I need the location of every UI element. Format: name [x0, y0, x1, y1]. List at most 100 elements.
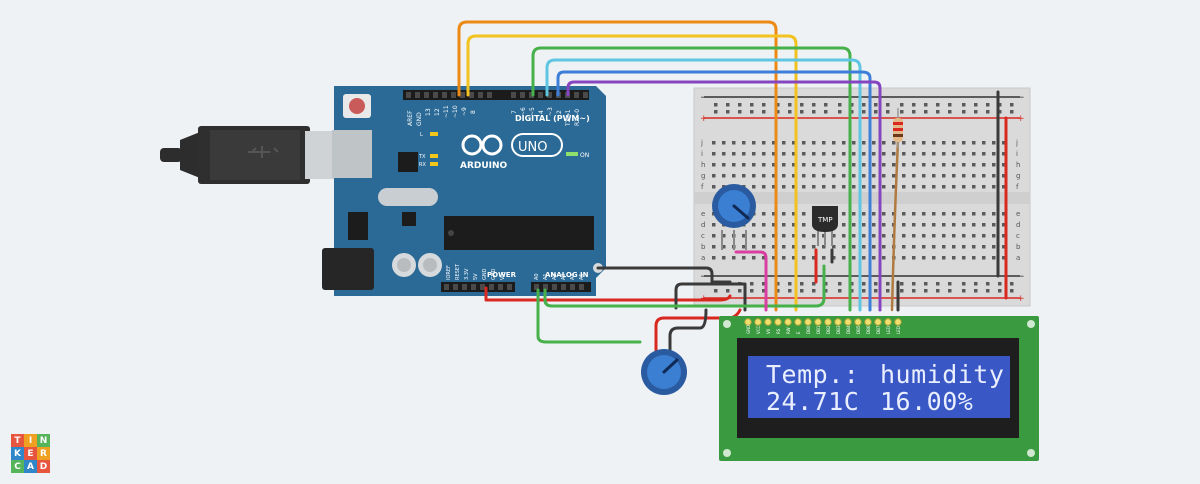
wire-black-pot[interactable] [668, 308, 708, 352]
tinkercad-logo[interactable]: T I N K E R C A D [11, 434, 50, 473]
rail-minus-label: − [700, 93, 708, 103]
lcd-line1-left: Temp.: [766, 360, 859, 389]
row-letter: j [700, 139, 703, 147]
led-rx-label: RX [419, 162, 426, 168]
row-letter: j [1015, 139, 1018, 147]
rail-minus-label: − [1017, 272, 1025, 282]
pin-label: 4 [538, 110, 545, 114]
lcd-pin-label: DB4 [846, 325, 851, 334]
row-letter: e [701, 210, 705, 218]
logo-letter: E [24, 447, 37, 460]
led-l-label: L [420, 132, 423, 138]
usb-cable[interactable] [160, 126, 343, 184]
arduino-model: UNO [518, 140, 547, 155]
wire-red-5v[interactable] [484, 286, 732, 302]
row-letter: i [701, 150, 703, 158]
wire-cyan[interactable] [545, 58, 862, 312]
wire-red-pot[interactable] [654, 308, 742, 352]
row-letter: a [1016, 254, 1020, 262]
row-letter: h [701, 161, 705, 169]
wire-brown-resistor[interactable] [890, 138, 900, 312]
resistor[interactable] [893, 108, 903, 148]
pin-label: Vin [500, 272, 506, 280]
potentiometer-contrast[interactable] [641, 349, 687, 395]
pin-label: GND [491, 268, 497, 280]
pin-label: RX←0 [574, 109, 581, 126]
lcd-pin-label: LED [886, 326, 891, 334]
arduino-uno-board[interactable]: ARDUINO UNO DIGITAL (PWM~) POWER ANALOG … [322, 86, 606, 296]
pin-label: ~5 [529, 107, 536, 116]
pin-label: 7 [511, 110, 518, 114]
pin-label: GND [482, 268, 488, 280]
rail-plus-label: + [1017, 114, 1025, 124]
row-letter: g [701, 172, 705, 180]
wire-green-a1[interactable] [543, 264, 826, 308]
pin-label: AREF [407, 110, 414, 126]
pin-label: ~10 [452, 105, 459, 118]
wire-blue[interactable] [556, 70, 872, 312]
wire-green-a0[interactable] [536, 288, 642, 344]
tmp-sensor[interactable]: TMP [812, 206, 838, 246]
pin-label: ~11 [443, 105, 450, 118]
lcd-pin-label: DB6 [866, 325, 871, 334]
power-header [441, 282, 515, 292]
lcd-pin-label: DB1 [816, 325, 821, 334]
wire-purple[interactable] [566, 80, 882, 312]
pin-label: GND [416, 112, 423, 126]
logo-letter: T [11, 434, 24, 447]
rail-plus-label: + [1017, 294, 1025, 304]
pin-label: A2 [552, 273, 558, 280]
row-letter: a [701, 254, 705, 262]
wire-yellow[interactable] [466, 34, 798, 312]
row-letter: f [1016, 183, 1019, 191]
lcd-line1-right: humidity [880, 360, 1004, 389]
lcd-pin-label: DB2 [826, 325, 831, 334]
lcd-pin-label: GND [746, 325, 751, 334]
row-letter: d [1016, 221, 1020, 229]
wire-black-gnd[interactable] [596, 266, 732, 284]
lcd-screen [748, 356, 1010, 418]
digital-label: DIGITAL (PWM~) [515, 114, 590, 123]
breadboard[interactable]: − + − + − + − + j i h g f e d c b a j i … [693, 87, 1031, 307]
pin-label: A1 [543, 273, 549, 280]
lcd-pin-label: DB7 [876, 325, 881, 334]
rail-minus-label: − [1017, 93, 1025, 103]
pin-label: A0 [534, 273, 540, 280]
digital-header [403, 90, 589, 100]
row-letter: b [701, 243, 706, 251]
lcd-pin-label: RS [776, 328, 781, 334]
lcd-pin-label: VCC [756, 325, 761, 334]
row-letter: h [1016, 161, 1020, 169]
row-letter: f [701, 183, 704, 191]
power-label: POWER [487, 271, 517, 279]
pin-label: A3 [561, 273, 567, 280]
row-letter: d [701, 221, 705, 229]
wire-pink[interactable] [734, 250, 768, 312]
pin-label: 8 [470, 110, 477, 114]
pin-label: 12 [434, 108, 441, 116]
logo-letter: C [11, 460, 24, 473]
wire-orange[interactable] [457, 20, 778, 312]
row-letter: b [1016, 243, 1021, 251]
logo-letter: R [37, 447, 50, 460]
lcd-pin-label: DB3 [836, 325, 841, 334]
pin-label: 5V [473, 273, 479, 280]
wire-black-lcd[interactable] [674, 282, 747, 312]
wire-green-data[interactable] [531, 46, 852, 312]
lcd-pin-label: LED [896, 326, 901, 334]
on-label: ON [580, 152, 589, 159]
pin-label: RESET [455, 263, 461, 280]
potentiometer-breadboard[interactable] [712, 184, 756, 250]
pin-label: A5 [579, 273, 585, 280]
breadboard-holes [712, 103, 1014, 293]
tmp-sensor-label: TMP [817, 216, 833, 224]
atmega-chip [444, 216, 594, 250]
lcd-line2-right: 16.00% [880, 387, 973, 416]
lcd-line2-left: 24.71C [766, 387, 859, 416]
lcd-pin-label: E [796, 331, 801, 334]
logo-letter: N [37, 434, 50, 447]
logo-letter: D [37, 460, 50, 473]
pin-label: IOREF [446, 265, 452, 280]
